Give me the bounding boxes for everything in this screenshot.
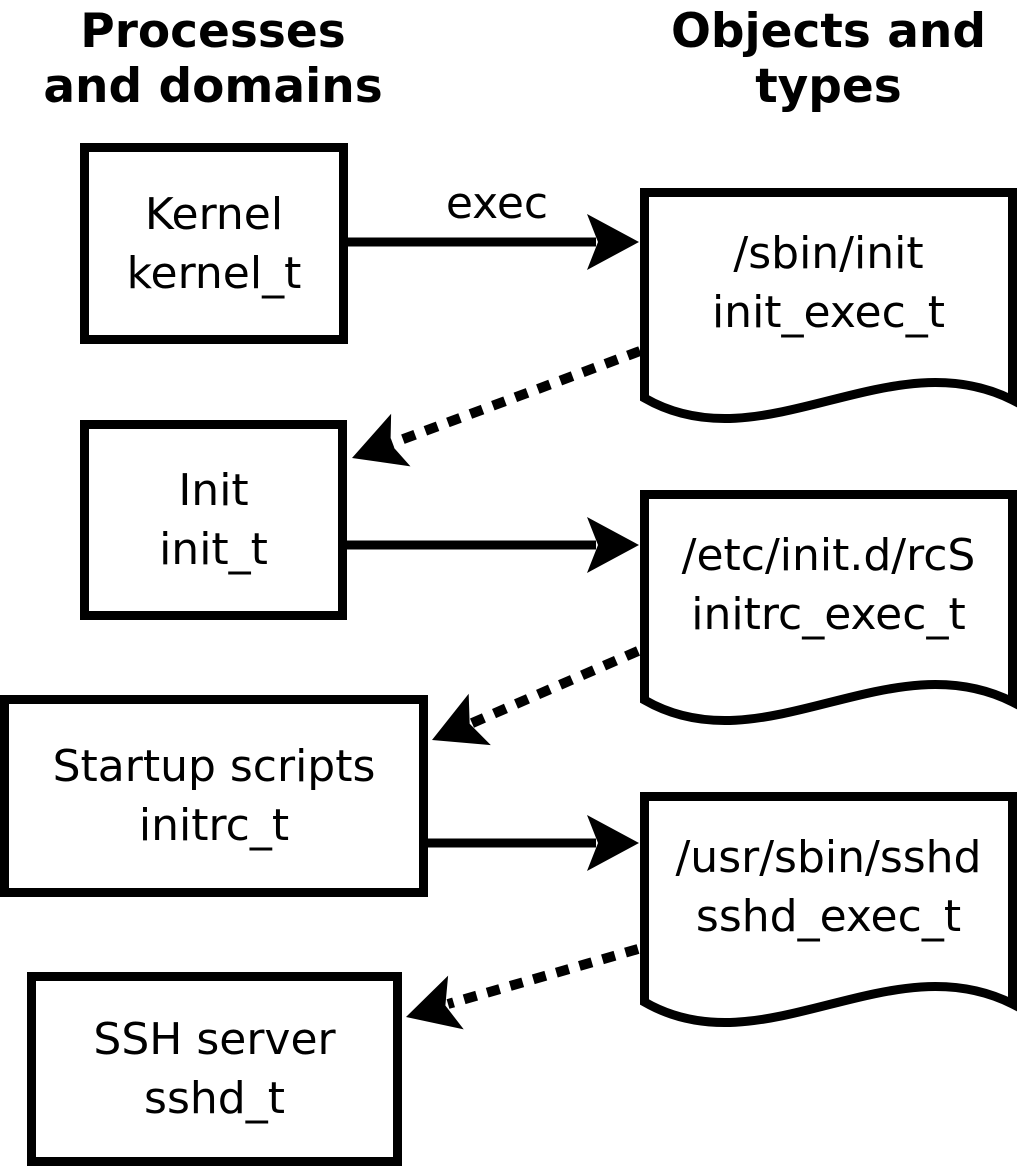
transition-arrow-usr-sbin-sshd-to-sshd [406,944,640,1030]
document-shape-etc-initd-rcs [640,490,1017,726]
exec-arrow-label: exec [445,178,549,229]
header-line: Processes [80,4,346,59]
object-label-usr-sbin-sshd: /usr/sbin/sshd sshd_exec_t [640,802,1017,972]
process-name: Startup scripts [52,741,376,792]
column-header-objects: Objects and types [640,4,1017,114]
header-line: types [755,59,902,114]
process-name: SSH server [93,1014,336,1065]
header-line: and domains [43,59,383,114]
header-line: Objects and [670,4,987,59]
object-type: init_exec_t [711,287,946,338]
process-box-kernel: Kernel kernel_t [80,143,348,344]
process-domain: initrc_t [138,800,290,851]
object-type: sshd_exec_t [695,891,962,942]
process-box-init: Init init_t [80,420,347,620]
process-name: Kernel [144,188,284,240]
column-header-processes: Processes and domains [13,4,413,114]
process-domain: sshd_t [144,1073,285,1124]
object-path: /etc/init.d/rcS [681,530,976,581]
process-box-startup-scripts: Startup scripts initrc_t [0,695,428,897]
document-shape-usr-sbin-sshd [640,792,1017,1028]
transition-arrow-etc-initd-rcs-to-initrc [432,646,640,746]
object-path: /usr/sbin/sshd [675,832,982,883]
process-domain: init_t [159,524,268,575]
exec-arrow-kernel-to-sbin-init [348,214,639,270]
object-label-sbin-init: /sbin/init init_exec_t [640,198,1017,368]
transition-arrow-sbin-init-to-init [352,346,642,467]
object-path: /sbin/init [733,228,924,279]
object-type: initrc_exec_t [691,589,966,640]
process-domain: kernel_t [126,247,302,299]
object-label-etc-initd-rcs: /etc/init.d/rcS initrc_exec_t [640,500,1017,670]
document-shape-sbin-init [640,188,1017,424]
exec-arrow-initrc-to-usr-sbin-sshd [426,815,639,871]
process-box-ssh-server: SSH server sshd_t [27,972,402,1166]
process-name: Init [178,465,249,516]
exec-arrow-init-to-etc-initd-rcs [347,517,639,573]
